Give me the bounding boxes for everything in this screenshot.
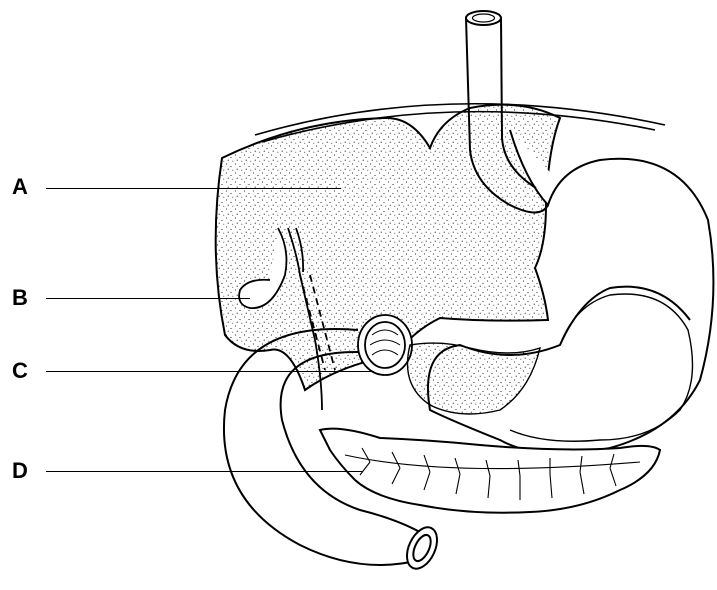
label-d: D [12, 460, 28, 482]
label-b: B [12, 287, 28, 309]
label-c: C [12, 360, 28, 382]
leader-line-d [46, 471, 362, 472]
leader-line-c [46, 371, 374, 372]
label-a: A [12, 176, 28, 198]
leader-line-b [46, 298, 250, 299]
leader-line-a [46, 188, 341, 189]
pyloric-sphincter [358, 315, 412, 375]
